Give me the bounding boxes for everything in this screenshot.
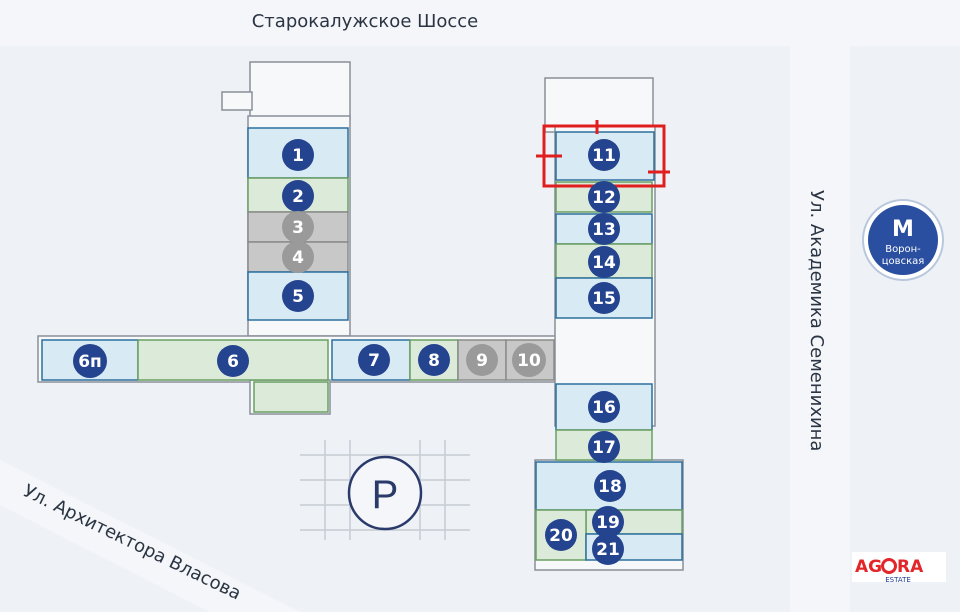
unit-badge-8[interactable]: 8 — [418, 344, 450, 376]
svg-text:19: 19 — [596, 513, 620, 533]
street-label-top: Старокалужское Шоссе — [252, 11, 479, 32]
svg-text:5: 5 — [292, 287, 304, 307]
svg-text:1: 1 — [292, 146, 304, 166]
metro-station-line2: цовская — [882, 256, 925, 267]
diagonal-road — [0, 460, 300, 612]
unit-badge-20[interactable]: 20 — [545, 519, 577, 551]
room-6-annex — [253, 381, 329, 413]
unit-badge-5[interactable]: 5 — [282, 280, 314, 312]
svg-text:12: 12 — [592, 188, 616, 208]
unit-badges: 1 2 3 4 5 6п 6 7 8 9 10 11 12 13 14 15 1… — [73, 139, 626, 565]
metro-station-line1: Ворон- — [885, 244, 921, 255]
svg-text:16: 16 — [592, 398, 616, 418]
parking-label: P — [372, 473, 399, 517]
unit-badge-15[interactable]: 15 — [588, 282, 620, 314]
parking-icon — [347, 455, 423, 531]
metro-badge: M Ворон- цовская — [862, 199, 944, 281]
svg-text:2: 2 — [292, 187, 304, 207]
brand-name-part1: AG — [855, 557, 882, 577]
street-label-right: Ул. Академика Семенихина — [806, 190, 827, 451]
brand-name-part2: RA — [897, 557, 924, 577]
svg-text:21: 21 — [596, 540, 620, 560]
agora-logo: AG RA ESTATE — [852, 552, 946, 584]
svg-text:8: 8 — [428, 351, 440, 371]
svg-text:4: 4 — [292, 248, 304, 268]
svg-text:18: 18 — [598, 477, 622, 497]
unit-badge-2[interactable]: 2 — [282, 180, 314, 212]
unit-badge-12[interactable]: 12 — [588, 181, 620, 213]
svg-text:15: 15 — [592, 289, 616, 309]
unit-badge-1[interactable]: 1 — [282, 139, 314, 171]
unit-badge-6[interactable]: 6 — [217, 345, 249, 377]
right-road — [790, 0, 850, 612]
unit-badge-3[interactable]: 3 — [282, 211, 314, 243]
unit-badge-18[interactable]: 18 — [594, 470, 626, 502]
metro-m-glyph: M — [892, 217, 914, 242]
unit-badge-21[interactable]: 21 — [592, 533, 624, 565]
unit-badge-6p[interactable]: 6п — [73, 344, 107, 378]
svg-text:6п: 6п — [78, 352, 102, 372]
svg-text:3: 3 — [292, 218, 304, 238]
svg-text:9: 9 — [476, 351, 488, 371]
svg-text:20: 20 — [549, 526, 573, 546]
unit-badge-16[interactable]: 16 — [588, 391, 620, 423]
svg-text:17: 17 — [592, 438, 616, 458]
unit-badge-7[interactable]: 7 — [358, 344, 390, 376]
svg-text:7: 7 — [368, 351, 380, 371]
brand-sub: ESTATE — [885, 576, 911, 584]
svg-text:14: 14 — [592, 253, 616, 273]
unit-badge-9[interactable]: 9 — [466, 344, 498, 376]
unit-badge-19[interactable]: 19 — [592, 506, 624, 538]
unit-badge-10[interactable]: 10 — [512, 343, 546, 377]
svg-text:6: 6 — [227, 352, 239, 372]
brand-o-glyph — [881, 558, 897, 574]
svg-text:10: 10 — [517, 351, 541, 371]
svg-text:11: 11 — [592, 146, 616, 166]
unit-badge-11[interactable]: 11 — [588, 139, 620, 171]
unit-badge-13[interactable]: 13 — [588, 213, 620, 245]
svg-text:13: 13 — [592, 220, 616, 240]
unit-badge-14[interactable]: 14 — [588, 246, 620, 278]
unit-badge-4[interactable]: 4 — [282, 241, 314, 273]
unit-badge-17[interactable]: 17 — [588, 431, 620, 463]
